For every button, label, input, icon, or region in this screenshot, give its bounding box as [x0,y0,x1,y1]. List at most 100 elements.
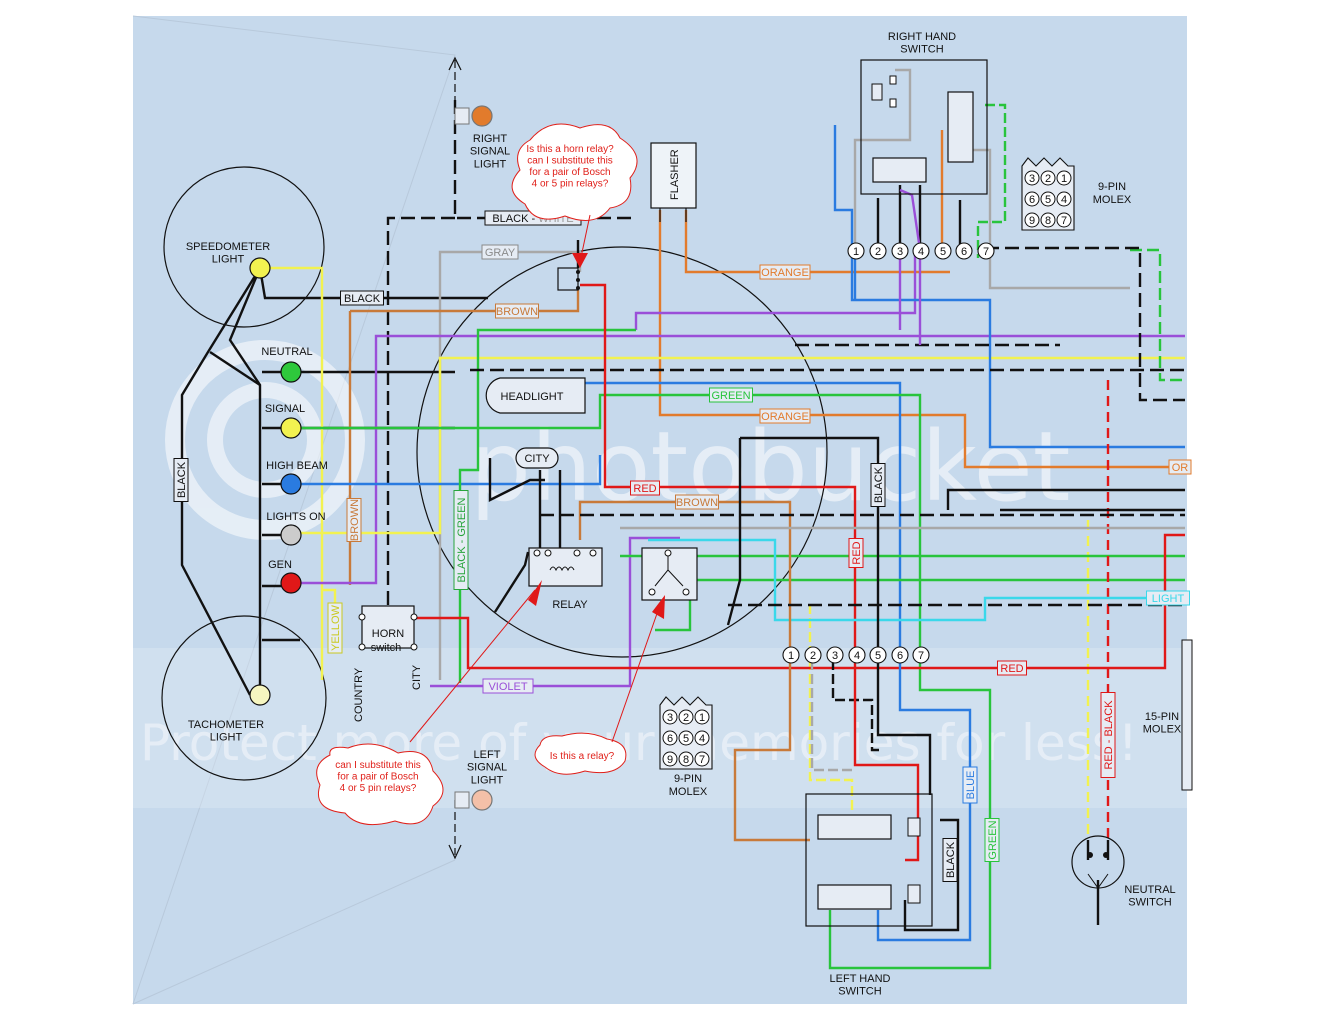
wire-label-red-bottom: RED [1000,663,1023,675]
bottom-pin-1 [782,646,800,664]
wire-label-red-mid: RED [633,483,656,495]
top-pin-7 [977,242,995,260]
molex-right-pin [1040,170,1056,186]
molex-bottom-pin-label: 1 [699,712,705,724]
horn-relay-component [557,267,580,291]
bottom-pin-label: 7 [918,650,924,662]
wire-label-violet: VIOLET [488,681,527,693]
bottom-pin-6 [891,646,909,664]
tachometer-gauge [161,615,327,781]
bottom-pin-3 [826,646,844,664]
molex-right-pin [1056,170,1072,186]
wire-label-orange-mid: ORANGE [761,411,809,423]
bottom-pin-label: 4 [854,650,860,662]
molex-right-pin [1040,191,1056,207]
molex-bottom-pin [662,709,678,725]
molex-bottom-pin-label: 7 [699,754,705,766]
wire-label-brown-top: BROWN [496,306,538,318]
molex-right-pin-label: 9 [1029,215,1035,227]
top-pin-2 [869,242,887,260]
wire-label-red-black: RED - BLACK [1103,700,1115,770]
city-lamp: CITY [515,447,559,469]
molex-bottom-pin-label: 5 [683,733,689,745]
molex-right-pin-label: 6 [1029,194,1035,206]
wire-label-brown-vertical: BROWN [349,499,361,541]
city-vertical-label: CITY [411,664,423,690]
wire-label-black-green: BLACK - GREEN [456,497,468,582]
note-horn-relay: Is this a horn relay?can I substitute th… [511,123,638,268]
neutral-label: NEUTRAL [261,346,312,358]
horn-switch-box: HORN switch [358,605,418,654]
headlight-label: HEADLIGHT [501,391,564,403]
molex-right-pin [1024,212,1040,228]
top-pin-5 [934,242,952,260]
headlight-shell [416,246,828,658]
high-beam-light: HIGH BEAM [266,460,328,495]
molex-right-pin [1056,191,1072,207]
molex-bottom-pin [694,751,710,767]
wire-label-black-vertical-right: BLACK [873,466,885,503]
high-beam-label: HIGH BEAM [266,460,328,472]
molex-bottom-pin-label: 6 [667,733,673,745]
top-pin-label: 3 [897,246,903,258]
wire-label-black: BLACK [344,293,381,305]
wire-label-blue-vertical: BLUE [965,771,977,800]
lights-on-label: LIGHTS ON [266,511,325,523]
wire-label-orange-top: ORANGE [761,267,809,279]
relay: RELAY [528,547,603,611]
bottom-pin-label: 1 [788,650,794,662]
city-label: CITY [524,453,550,465]
top-pin-label: 6 [961,246,967,258]
bottom-pin-7 [912,646,930,664]
watermark-tagline: Protect more of your memories for less! [140,714,1138,772]
wire-label-green-vertical: GREEN [987,820,999,859]
neutral-light: NEUTRAL [261,346,313,383]
top-pin-label: 7 [983,246,989,258]
bottom-pin-label: 2 [810,650,816,662]
molex-bottom-pin [662,751,678,767]
top-pin-4 [912,242,930,260]
headlight: HEADLIGHT [485,377,586,414]
horn-label: HORN [372,628,404,640]
signal-label: SIGNAL [265,403,305,415]
top-pin-label: 1 [853,246,859,258]
note-is-relay-text: Is this a relay? [550,751,615,762]
molex-bottom-pin-label: 8 [683,754,689,766]
wire-label-yellow-vertical: YELLOW [330,604,342,650]
molex-right-pin-label: 8 [1045,215,1051,227]
flasher: FLASHER [650,142,697,222]
wire-label-red-vertical: RED [851,541,863,564]
bottom-pin-label: 3 [832,650,838,662]
gen-light: GEN [268,559,302,594]
relay-label: RELAY [552,599,588,611]
molex-right-pin-label: 5 [1045,194,1051,206]
note-horn-relay-text: Is this a horn relay?can I substitute th… [526,144,614,190]
top-pin-3 [891,242,909,260]
bottom-pin-2 [804,646,822,664]
top-pin-1 [847,242,865,260]
switch-relay [641,547,698,601]
molex-bottom-pin-label: 9 [667,754,673,766]
wire-label-black-lhs: BLACK [945,841,957,878]
signal-light: SIGNAL [265,403,305,439]
gen-label: GEN [268,559,292,571]
wire-label-black-vertical-left: BLACK [176,461,188,498]
